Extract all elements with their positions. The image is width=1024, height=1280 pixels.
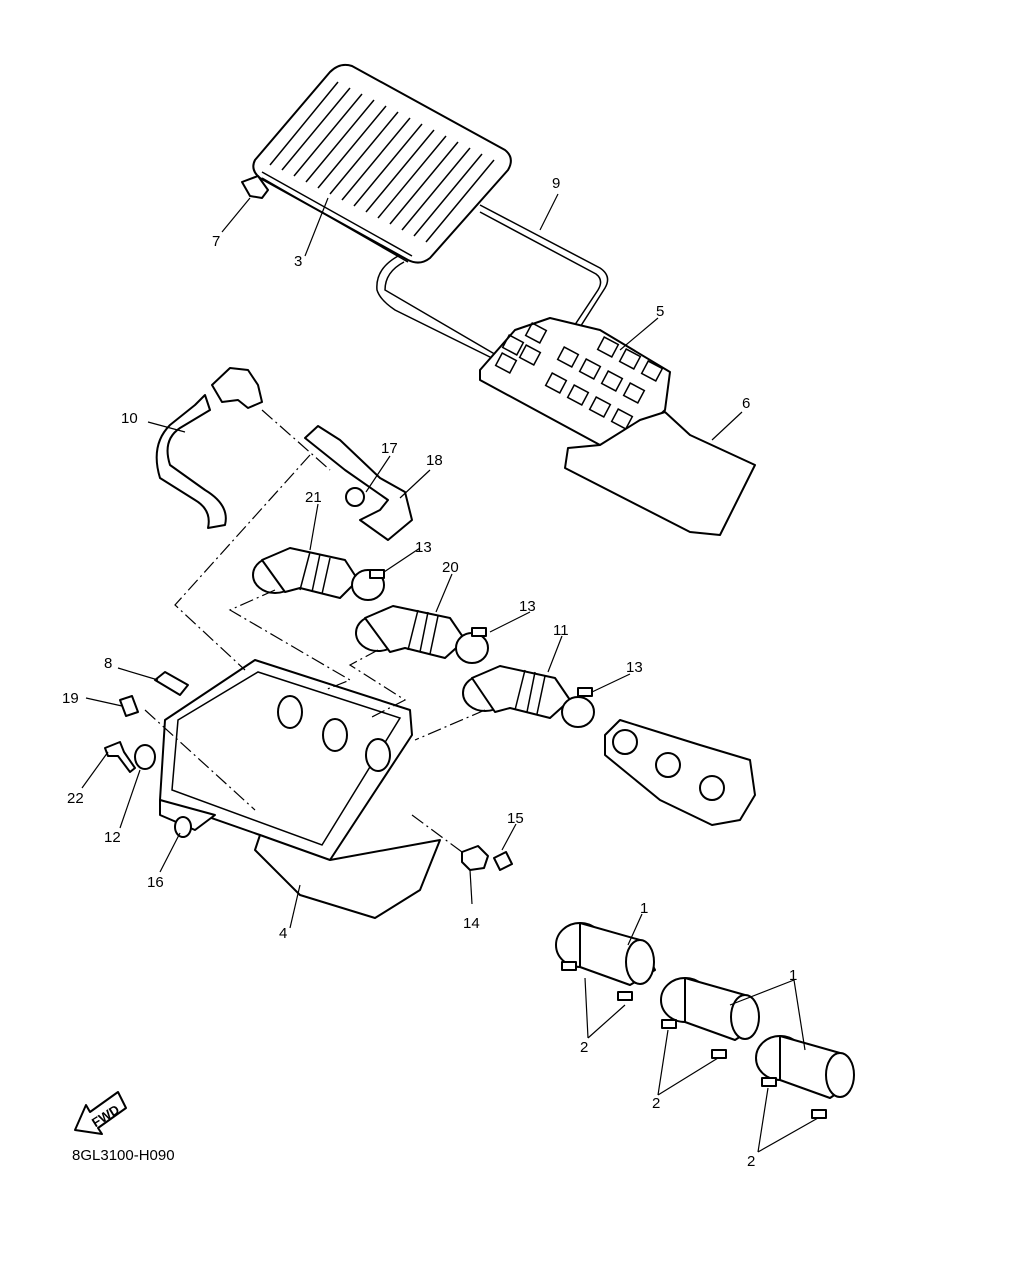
hose-clamp-part-2 [711,1049,727,1059]
screw-part-15 [493,851,513,871]
callout-12: 12 [104,829,121,846]
fwd-arrow-icon: FWD [74,1091,127,1135]
callout-11: 11 [553,622,569,639]
callout-22: 22 [67,790,84,807]
cap-part-12 [134,744,156,770]
clamp-screw-part-13 [577,687,593,697]
filter-element-part-5 [479,317,671,449]
joint-part-1-c [755,1035,855,1099]
callout-7: 7 [212,233,220,250]
callout-3: 3 [294,253,302,270]
sensor-part-14 [461,845,489,871]
callout-8: 8 [104,655,112,672]
hose-clamp-part-2 [761,1077,777,1087]
joint-part-1-a [555,922,656,986]
breather-joint [211,367,263,409]
callout-9: 9 [552,175,560,192]
callout-6: 6 [742,395,750,412]
filter-pad-part-6 [564,411,756,536]
callout-16: 16 [147,874,164,891]
callout-10: 10 [121,410,138,427]
callout-21: 21 [305,489,322,506]
callout-13: 13 [415,539,432,556]
clamp-screw-part-13 [369,569,385,579]
seal-loop-part-9 [376,204,609,391]
callout-5: 5 [656,303,664,320]
air-filter-cover-part-3 [241,63,512,264]
hose-clamp-part-2 [811,1109,827,1119]
throttle-body-assembly [604,719,756,826]
callout-4: 4 [279,925,287,942]
hose-clamp-part-2 [561,961,577,971]
hose-part-18 [304,425,413,541]
callout-14: 14 [463,915,480,932]
callout-2: 2 [747,1153,755,1170]
diagram-code: 8GL3100-H090 [72,1147,175,1164]
hose-part-10 [155,394,227,529]
callout-1: 1 [640,900,648,917]
callout-15: 15 [507,810,524,827]
joint-part-1-b [660,977,760,1041]
callout-13: 13 [519,598,536,615]
clip-part-17 [345,487,365,507]
leader-lines [81,193,819,1153]
pad-part-8 [154,671,189,696]
callout-19: 19 [62,690,79,707]
joint-part-21 [252,547,385,601]
joint-part-11 [462,665,595,728]
callout-1: 1 [789,967,797,984]
plug-part-16 [174,816,192,838]
joint-part-20 [355,605,489,664]
callout-13: 13 [626,659,643,676]
callout-17: 17 [381,440,398,457]
callout-2: 2 [580,1039,588,1056]
callout-20: 20 [442,559,459,576]
callout-2: 2 [652,1095,660,1112]
hose-clamp-part-2 [617,991,633,1001]
callout-labels: 1 1 2 2 2 3 4 5 6 7 8 9 10 11 12 13 13 1… [62,175,797,1170]
assembly-guide-lines [144,409,486,853]
callout-18: 18 [426,452,443,469]
bolt-part-22 [104,741,136,773]
clip-part-19 [119,695,139,717]
hose-clamp-part-2 [661,1019,677,1029]
clamp-screw-part-13 [471,627,487,637]
air-filter-case-part-4 [159,659,441,919]
